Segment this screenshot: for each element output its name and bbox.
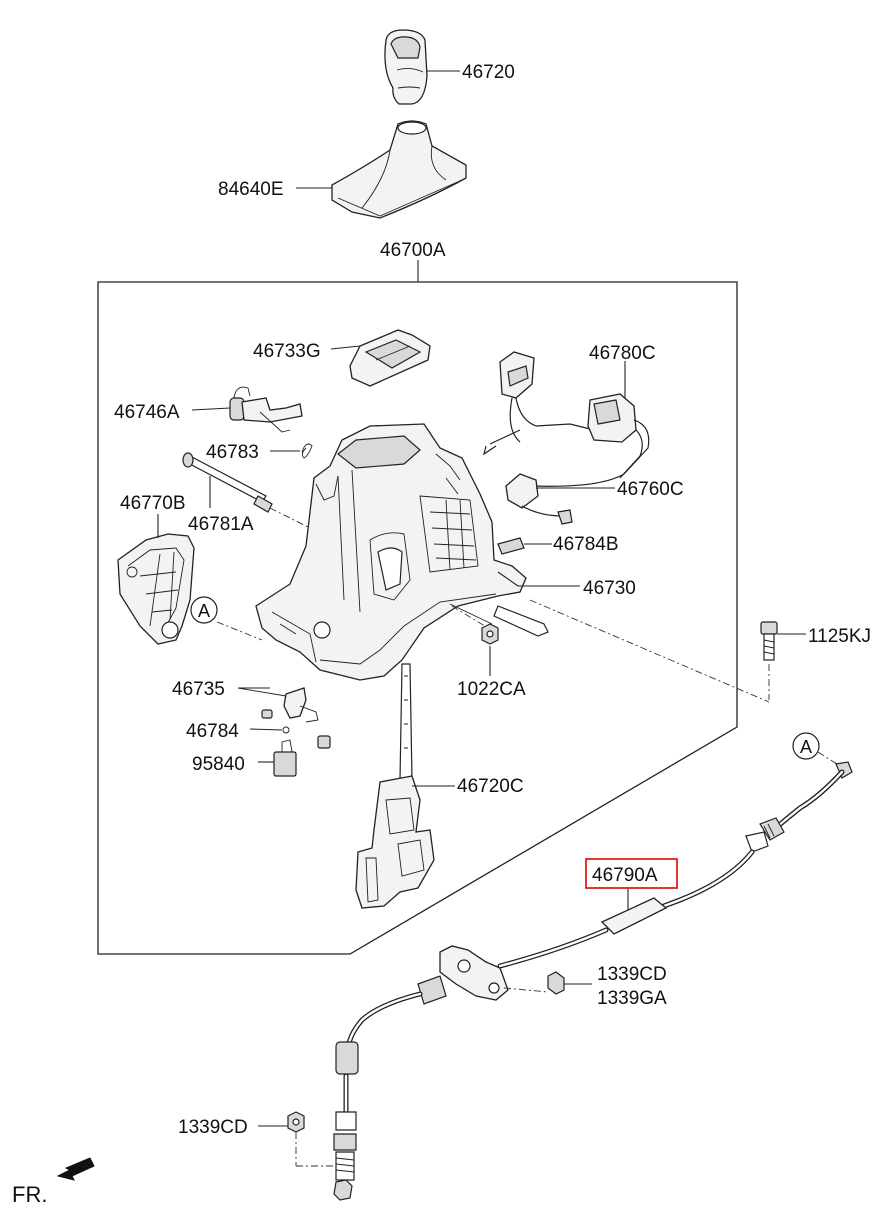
callout-a-right-circle [792, 732, 820, 760]
label-1022ca: 1022CA [457, 679, 526, 700]
label-46733g: 46733G [253, 341, 321, 362]
shifter-housing [255, 423, 580, 681]
cover-plate [330, 329, 431, 387]
spring-clip [270, 443, 313, 459]
label-46770b: 46770B [120, 493, 186, 514]
callout-a-right-label: A [800, 737, 812, 757]
front-arrow-icon [56, 1157, 95, 1181]
hex-nut-1022ca [451, 605, 499, 676]
label-46730: 46730 [583, 578, 636, 599]
label-46790a: 46790A [592, 865, 658, 886]
callout-a-left [190, 596, 263, 641]
front-marker-label: FR. [12, 1182, 47, 1207]
label-1339cd-left: 1339CD [178, 1117, 248, 1138]
label-46783: 46783 [206, 442, 259, 463]
shift-lever [355, 663, 455, 909]
shift-cable [333, 732, 853, 1201]
label-46784b: 46784B [553, 534, 619, 555]
label-46720c: 46720C [457, 776, 524, 797]
label-46780c: 46780C [589, 343, 656, 364]
label-95840: 95840 [192, 754, 245, 775]
lock-solenoid [191, 386, 303, 433]
label-46746a: 46746A [114, 402, 180, 423]
label-46700a: 46700A [380, 240, 446, 261]
callout-a-left-label: A [198, 601, 210, 621]
label-46760c: 46760C [617, 479, 684, 500]
label-1125kj: 1125KJ [808, 626, 871, 647]
nut-1339cd-right [503, 971, 592, 995]
nut-1339cd-left [258, 1111, 336, 1167]
label-1339ga: 1339GA [597, 988, 667, 1009]
label-46720: 46720 [462, 62, 515, 83]
label-46781a: 46781A [188, 514, 254, 535]
shift-knob [384, 29, 460, 105]
assembly-frame [97, 281, 738, 955]
label-84640e: 84640E [218, 179, 284, 200]
detent-switch-group [237, 687, 331, 777]
shift-boot [296, 120, 467, 219]
highlight-box [585, 858, 678, 889]
label-46784: 46784 [186, 721, 239, 742]
label-1339cd-right: 1339CD [597, 964, 667, 985]
pivot-shaft [182, 452, 311, 529]
sensor-unit [505, 473, 615, 525]
label-46735: 46735 [172, 679, 225, 700]
bolt-1125kj [529, 599, 806, 703]
side-bracket [117, 514, 195, 645]
wiring-harness [483, 351, 650, 487]
